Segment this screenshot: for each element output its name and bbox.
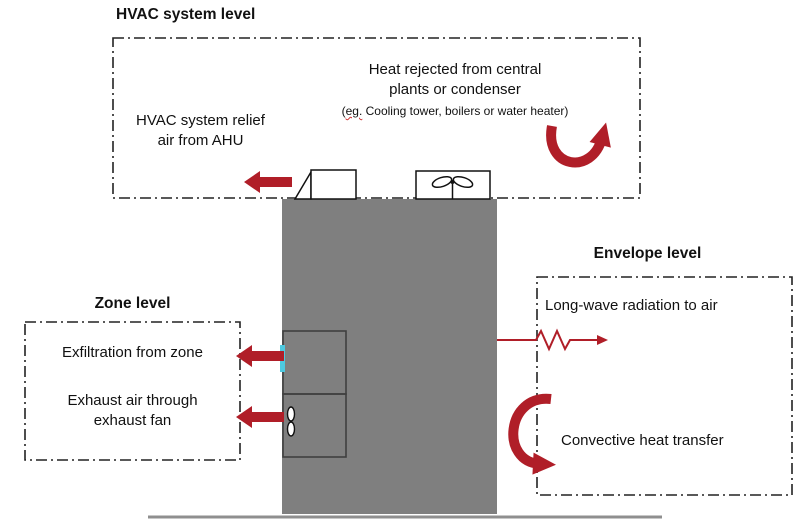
zone-level-box <box>24 321 241 461</box>
fan-blade-right <box>452 175 474 189</box>
hvac-level-title: HVAC system level <box>116 6 256 23</box>
envelope-level-title: Envelope level <box>593 245 702 262</box>
envelope-level-box <box>536 276 793 496</box>
heat-sub-rest: Cooling tower, boilers or water heater) <box>362 104 569 118</box>
relief-air-arrow <box>244 171 292 193</box>
ahu-intake-icon <box>293 169 312 200</box>
heat-rejected-curved-arrow <box>546 122 611 168</box>
exhaust-fan-blade-top <box>286 406 296 422</box>
fan-hub <box>450 180 455 184</box>
fan-blade-left <box>431 175 453 189</box>
heat-rejected-sublabel: (eg. Cooling tower, boilers or water hea… <box>325 104 585 119</box>
exhaust-label: Exhaust air through exhaust fan <box>67 392 198 429</box>
exhaust-air-arrow <box>236 406 284 428</box>
exfiltration-label: Exfiltration from zone <box>62 344 203 361</box>
convective-curved-arrow <box>508 393 556 475</box>
longwave-label: Long-wave radiation to air <box>545 297 718 314</box>
hvac-level-box <box>112 37 641 199</box>
hvac-relief-label: HVAC system relief air from AHU <box>136 112 265 149</box>
zone-room-bottom <box>282 393 347 458</box>
ahu-unit-icon <box>310 169 357 200</box>
heat-sub-open: ( <box>341 104 346 118</box>
building <box>282 199 497 514</box>
exhaust-fan-blade-bottom <box>286 421 296 437</box>
exhaust-fan-icon <box>286 406 296 437</box>
longwave-radiation-arrow <box>497 328 608 352</box>
heat-sub-eg: eg. <box>345 104 363 118</box>
heat-rejected-label: Heat rejected from central plants or con… <box>368 61 542 98</box>
exfiltration-arrow <box>236 345 284 367</box>
zone-level-title: Zone level <box>94 295 171 312</box>
rooftop-fan-icon <box>431 175 474 199</box>
convective-label: Convective heat transfer <box>561 432 724 449</box>
